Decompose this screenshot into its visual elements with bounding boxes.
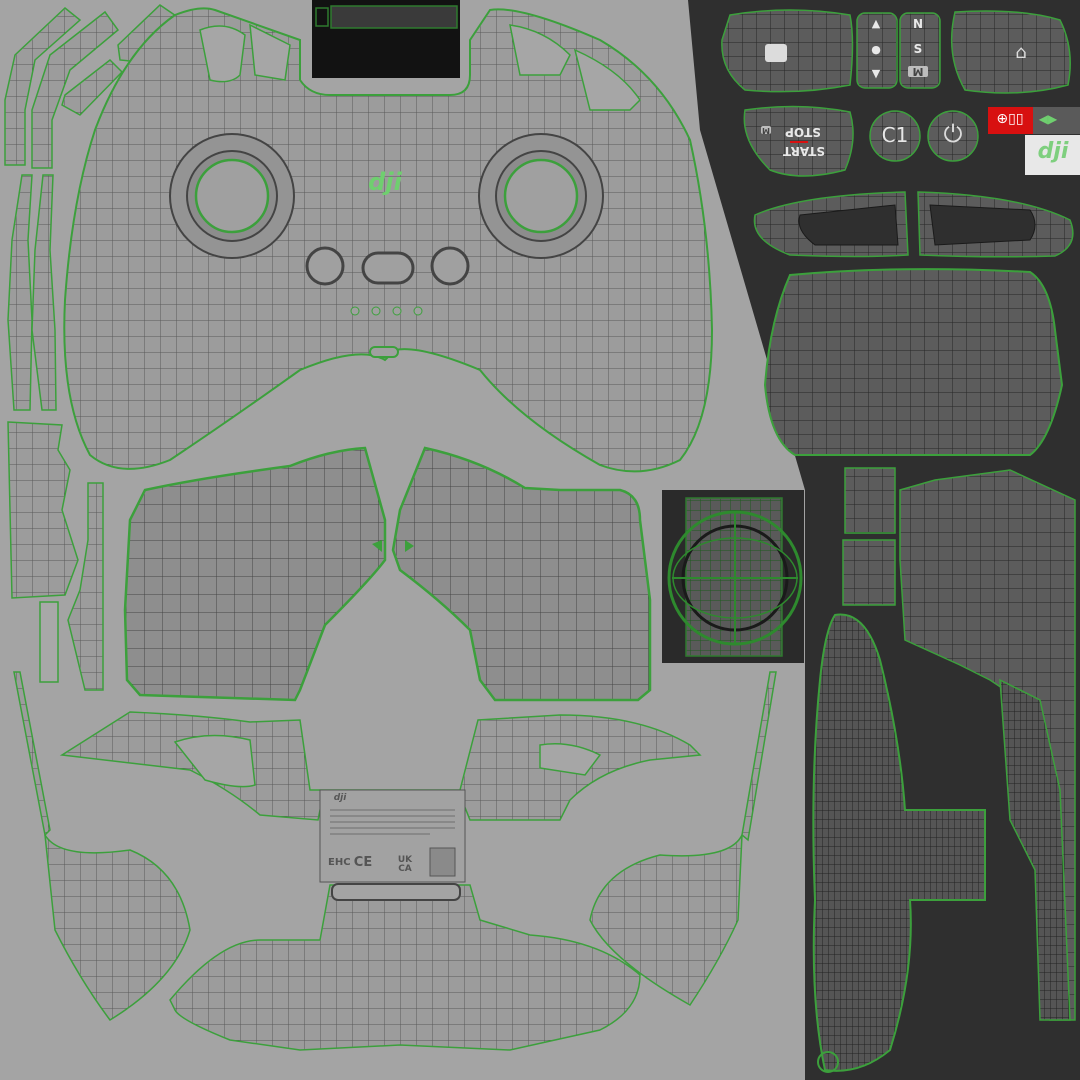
regulatory-mark-ukca: UK CA	[397, 855, 413, 874]
c1-label: C1	[881, 123, 909, 147]
start-stop-divider	[790, 141, 808, 143]
c1-button-cap	[869, 110, 921, 162]
rth-button-cap	[950, 10, 1071, 94]
regulatory-mark-ce: CE	[353, 855, 373, 870]
mode-switch-center-icon: ●	[871, 43, 881, 56]
back-cover	[763, 268, 1064, 456]
left-grip	[123, 446, 387, 702]
power-button-cap	[927, 110, 979, 162]
patch-dji-logo: dji	[1037, 139, 1069, 164]
front-dji-logo: dji	[368, 168, 402, 196]
mode-switch-up-icon: ▲	[871, 17, 881, 30]
return-to-home-icon: ⌂	[1015, 42, 1027, 63]
flight-mode-s: S	[913, 42, 923, 56]
mode-switch-down-icon: ▼	[871, 67, 881, 80]
start-stop-top-label: STOP	[785, 125, 821, 139]
speaker-icon: ◀▶	[1038, 112, 1058, 126]
red-indicator-badge	[988, 107, 1033, 134]
camera-button-cap	[721, 9, 854, 93]
flight-mode-n: N	[912, 17, 924, 31]
right-grip	[391, 446, 652, 702]
label-dji-logo: dji	[333, 793, 347, 803]
flight-mode-m: M	[908, 65, 928, 78]
start-stop-bottom-label: START	[782, 144, 826, 158]
camera-icon	[765, 44, 787, 62]
dji-logo-patch	[1025, 135, 1080, 175]
red-badge-icons: ⊕▯▯	[996, 111, 1024, 127]
center-button-holes	[305, 246, 470, 358]
mode-switch-cap	[856, 12, 898, 89]
antenna-handle	[812, 613, 986, 1072]
controller-front-shell	[63, 7, 714, 473]
left-trim-strips	[4, 4, 777, 842]
power-icon: ⏻	[943, 120, 963, 148]
start-stop-badge: M	[761, 126, 771, 135]
regulatory-label	[319, 789, 466, 883]
stick-wells	[169, 133, 604, 259]
regulatory-mark-ehc: EHC	[328, 857, 351, 868]
